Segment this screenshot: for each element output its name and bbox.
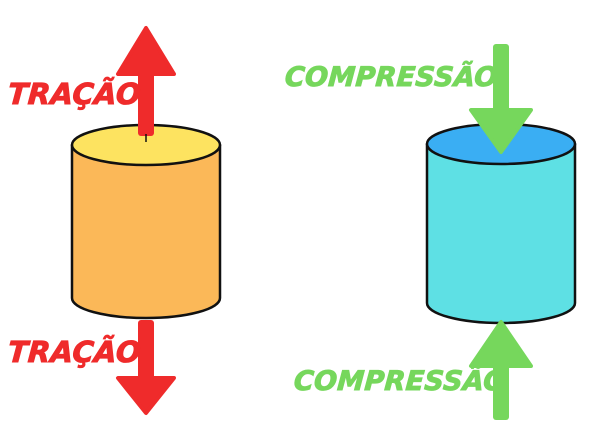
compression-arrow-up-head [469, 320, 533, 368]
compression-arrow-down-shaft [493, 44, 509, 114]
tension-arrow-down-head [116, 376, 176, 415]
compression-label-top: COMPRESSÃO [283, 62, 499, 94]
tension-arrow-down [116, 320, 176, 415]
tension-cylinder-body [70, 143, 222, 320]
compression-label-bottom: COMPRESSÃO [292, 366, 508, 398]
compression-arrow-up [469, 320, 533, 420]
compression-arrow-up-shaft [493, 360, 509, 420]
tension-label-bottom: TRAÇÃO [6, 335, 143, 370]
tension-arrow-up [116, 26, 176, 142]
compression-arrow-down-head [469, 108, 533, 154]
tension-label-top: TRAÇÃO [6, 77, 143, 112]
tension-arrow-up-head [116, 26, 176, 76]
tension-arrow-up-shaft [138, 70, 154, 136]
compression-arrow-down [469, 44, 533, 154]
tension-arrow-down-shaft [138, 320, 154, 384]
tension-cylinder [70, 123, 222, 320]
compression-cylinder-body [425, 142, 577, 325]
